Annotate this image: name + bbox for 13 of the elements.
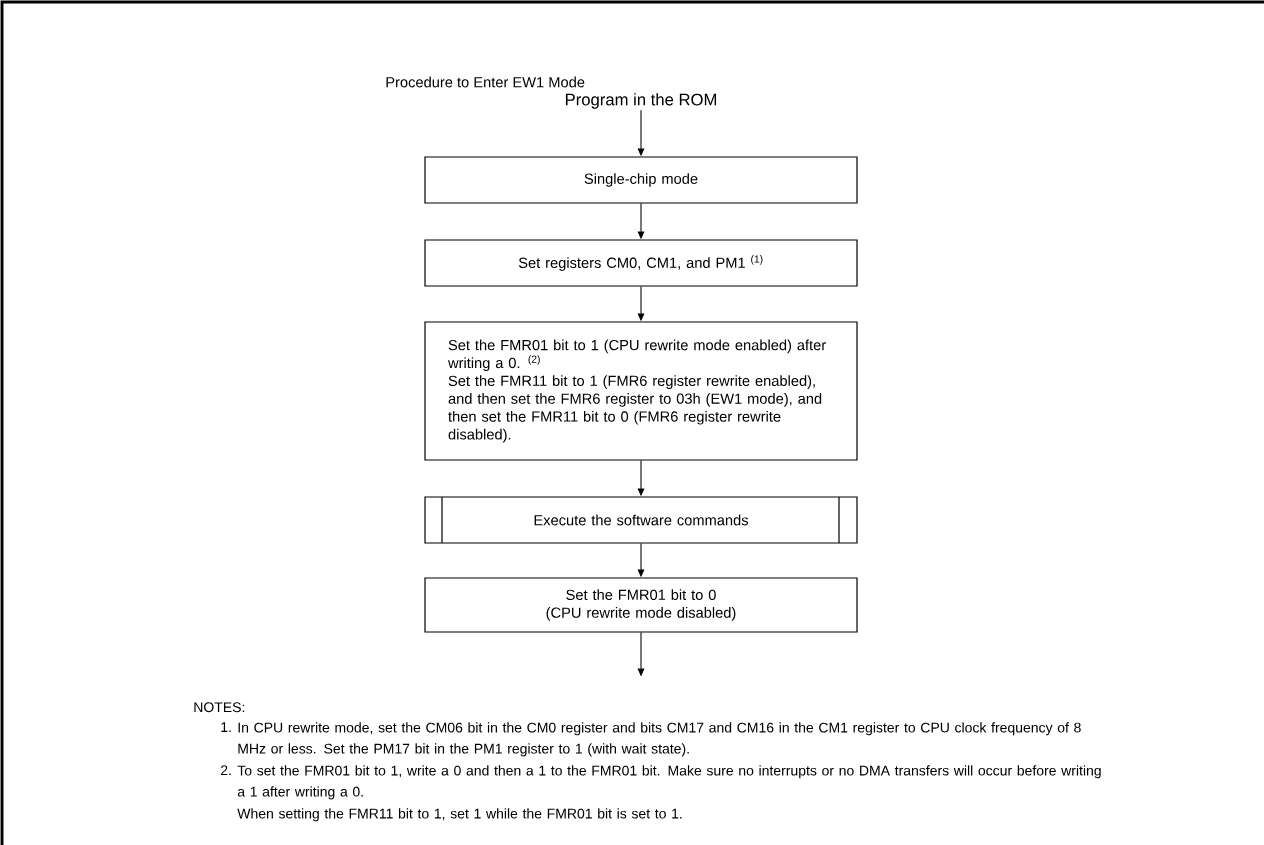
note-number: 2. [221,765,231,776]
note-text: To set the FMR01 bit to 1, write a 0 and then a 1 to the FMR01 bit. Make sure no interrupts or no DMA transfers will occur before writing a 1 after writing a 0. [237,765,1101,800]
process-box: Set registers CM0, CM1, and PM1 $^{(1)}$ [424,239,858,287]
note-heading: NOTES: [194,702,245,713]
process-box: Single-chip mode [424,156,858,204]
note-number: 1. [221,722,231,732]
title: Procedure to Enter EW1 Mode [386,76,585,88]
note-text: When setting the FMR11 bit to 1, set 1 while the FMR01 bit is set to 1. [237,808,682,822]
subprocess-box: Execute the software commands [424,496,858,544]
process-box: Set the FMR01 bit to 0 (CPU rewrite mode disabled) [424,577,858,633]
note-text: In CPU rewrite mode, set the CM06 bit in the CM0 register and bits CM17 and CM16 in the CM1 register to CPU clock frequency of 8 MHz or less. Set the PM17 bit in the PM1 register to 1 (with wait state). [238,722,1081,757]
process-box: Set the FMR01 bit to 1 (CPU rewrite mode enabled) after writing a 0. $^{(2)}$ Set the FMR11 bit to 1 (FMR6 register rewrite enabled), and then set the FMR6 register to 03h (EW1 mode), and then set the FMR11 bit to 0 (FMR6 register rewrite disabled). [424,321,858,461]
start-label: Program in the ROM [565,93,717,109]
